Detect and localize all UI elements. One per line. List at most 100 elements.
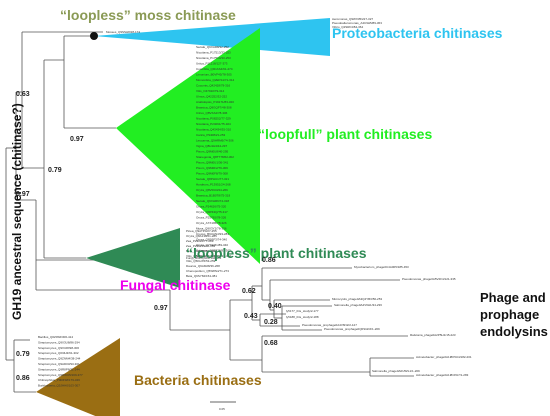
loopfull-leaf-name: Ulmus_Q42252/32-252 xyxy=(196,95,227,99)
phage-leaf-name: Salmonella_phage0A0U5ZL1/1-209 xyxy=(372,369,420,373)
loopless-plant-clade-triangle xyxy=(86,228,180,288)
loopfull-leaf-name: Secale_Q9XAR8/32-252 xyxy=(196,45,229,49)
loopless-leaf-name: Picea_Q9ATP0/27-255 xyxy=(186,229,217,233)
loopfull-leaf-name: Nicotiana_P24091/75-324 xyxy=(196,122,231,126)
loopless-leaf-name: Vitis_Q5KKH3/57-261 xyxy=(186,254,216,258)
loopfull-leaf-name: Leucaena_Q9HRM6/74-306 xyxy=(196,139,234,143)
loopfull-leaf-name: Urtica_P11218/127-373 xyxy=(196,62,228,66)
loopless-leaf-name: Zea_P29022/77-289 xyxy=(186,239,214,243)
loopfull-leaf-name: Pisum_Q9M0F2/79-309 xyxy=(196,166,228,170)
bacteria-leaf-name: Streptomyces_Q0I3H3/91-302 xyxy=(38,351,79,355)
loopfull-leaf-name: Secale_Q8PHU1/77-321 xyxy=(196,177,229,181)
loopless-leaf-name: Oryza_Q8A138/61-285 xyxy=(186,234,217,238)
loopfull-leaf-name: Oryza_Q9PZ4Q/75-317 xyxy=(196,210,228,214)
loopless-plant-label: “loopless” plant chitinases xyxy=(186,245,367,261)
loopfull-leaf-name: Solanum_Q6E878/83-303 xyxy=(196,249,231,253)
loopfull-leaf-name: Limonium_B0VF45/78-305 xyxy=(196,73,232,77)
loopfull-leaf-name: Oryza_P25765/78-326 xyxy=(196,216,227,220)
bootstrap-value: 0.97 xyxy=(70,136,84,143)
loopfull-leaf-name: Hordeum_P13951/24-268 xyxy=(196,183,231,187)
loopfull-leaf-name: Nicotiana_P17513/33-253 xyxy=(196,51,231,55)
phage-leaf-name: ly5177_this_study/2-177 xyxy=(286,309,319,313)
phage-leaf-name: Ralstonia_phage0A2P5H1/15-223 xyxy=(410,333,456,337)
phage-leaf-list: Mycobacterium_phage0C4A005/185-453Pseudo… xyxy=(286,265,472,377)
bootstrap-value: 0.68 xyxy=(264,340,278,347)
loopfull-plant-label: “loopfull” plant chitinases xyxy=(258,126,432,142)
bacteria-leaf-name: Burkholderia_Q5JHH0/103-307 xyxy=(38,384,80,388)
bacteria-leaf-name: Streptomyces_Q9R8P8/31-244 xyxy=(38,367,80,371)
bootstrap-value: 0.79 xyxy=(16,351,30,358)
loopfull-leaf-name: Brassica_Q9GQF7/48-308 xyxy=(196,106,232,110)
proteobacteria-leaf-name: Vibrio_Q2SRF4/84-364 xyxy=(332,25,363,29)
loopfull-leaf-name: Oryza_Q7XEM1/89-340 xyxy=(196,243,228,247)
proteobacteria-clade-triangle xyxy=(94,18,330,56)
phage-leaf-name: Pseudomonas_phage0A5V2F4/121-335 xyxy=(402,277,456,281)
loopfull-leaf-name: Crocus_B9UAN4/93-283 xyxy=(196,232,229,236)
loopfull-leaf-name: Solanum_Q9S1B6/30-304 xyxy=(196,254,231,258)
scale-bar-label: 0.05 xyxy=(219,407,225,411)
bootstrap-value: 0.43 xyxy=(244,313,258,320)
proteobacteria-leaf-name: Pseudoalteromonas_A4C9H5/89-363 xyxy=(332,21,382,25)
bootstrap-value: 0.97 xyxy=(16,191,30,198)
bacteria-leaf-name: Streptomyces_Q9RWU5/169-377 xyxy=(38,373,83,377)
bootstrap-value: 0.79 xyxy=(48,167,62,174)
bootstrap-value: 0.63 xyxy=(16,91,30,98)
bacteria-leaf-name: Streptomyces_Q9X3J8/98-306 xyxy=(38,346,79,350)
loopless-leaf-name: Beta_Q9SY84/154-381 xyxy=(186,274,217,278)
proteobacteria-label: Proteobacteria chitinases xyxy=(332,25,503,41)
loopfull-leaf-name: Secale_Q9XHR6/74-318 xyxy=(196,199,229,203)
loopfull-leaf-name: Cucurbita_Q9CAS4/91-274 xyxy=(196,67,233,71)
loopfull-leaf-name: Oryza_Q8S6F3/74-340 xyxy=(196,238,227,242)
loopfull-leaf-name: Momordica_Q2EFS1/71-314 xyxy=(196,78,235,82)
loopfull-leaf-name: Arabidopsis_P19171/83-320 xyxy=(196,100,234,104)
bootstrap-value: 0.97 xyxy=(154,305,168,312)
loopless-leaf-list: Picea_Q9ATP0/27-255Oryza_Q8A138/61-285Ze… xyxy=(186,229,229,278)
loopfull-leaf-name: Vigna_Q8H1H4/44-297 xyxy=(196,144,227,148)
phage-leaf-name: Salmonella_phage0A4V6H1/34-236 xyxy=(334,303,382,307)
phage-leaf-name: Mycobacterium_phage0C4A005/185-453 xyxy=(354,265,409,269)
loopfull-leaf-name: Stanegonia_Q8T778/62-302 xyxy=(196,155,234,159)
ancestral-sequence-label: GH19 ancestral sequence (chitinase?) xyxy=(10,103,24,320)
bacteria-leaf-name: Bacillus_Q0Z0S6/306-414 xyxy=(38,335,73,339)
phage-leaf-name: Microcystis_phage0A3Q4YB3/56-253 xyxy=(332,297,382,301)
bacteria-chitinase-label: Bacteria chitinases xyxy=(134,372,262,388)
loopfull-leaf-name: Oryza_P24626/75-320 xyxy=(196,205,227,209)
loopfull-leaf-name: Oryza_Q8VRU3/24-266 xyxy=(196,188,228,192)
proteobacteria-leaf-name: Aeromonas_Q9WX35/227-327 xyxy=(332,17,373,21)
bootstrap-value: 0.62 xyxy=(242,288,256,295)
loopfull-leaf-name: Carica_P94084/1-253 xyxy=(196,133,226,137)
loopfull-leaf-name: Nicotiana_P08252/77-329 xyxy=(196,117,231,121)
proteobacteria-leaf-list: Aeromonas_Q9WX35/227-327Pseudoalteromona… xyxy=(332,17,382,29)
loopfull-leaf-name: Pisum_Q9M0U1/36-341 xyxy=(196,161,229,165)
bootstrap-value: 0.86 xyxy=(16,375,30,382)
loopfull-leaf-name: Musa_Q9X3Y2/78-336 xyxy=(196,227,227,231)
phage-label-line1: Phage and xyxy=(480,290,546,305)
fungal-leaf-label: Fungi_B9WQ6R1/194-301 xyxy=(186,256,222,260)
loopfull-leaf-name: Pisum_Q9M0F8/79-308 xyxy=(196,172,228,176)
loopless-leaf-name: Beta_Q9AV80/84-302 xyxy=(186,249,215,253)
loopfull-leaf-name: Nicotiana_P17514/33-253 xyxy=(196,56,231,60)
phage-leaf-name: ly5188_this_study/2-188 xyxy=(286,315,319,319)
fungal-chitinase-label: Fungal chitinase xyxy=(120,277,231,293)
moss-chitinase-label: “loopless” moss chitinase xyxy=(60,7,236,23)
loopless-leaf-name: Zea_P29023/106-369 xyxy=(186,244,215,248)
bacteria-leaf-name: Streptomyces_Q9ZNM4/38-244 xyxy=(38,357,81,361)
bacteria-leaf-list: Bacillus_Q0Z0S6/306-414Streptomyces_Q9X3… xyxy=(38,335,83,388)
phage-label-line3: endolysins xyxy=(480,324,548,339)
phage-leaf-name: Pseudomonas_prophage0A4V6N2/2-127 xyxy=(302,323,357,327)
loopfull-leaf-name: Citrus_Q8VXA2/78-306 xyxy=(196,111,228,115)
phage-leaf-name: Acinetobacter_phage0A1I8CPA7/1-283 xyxy=(416,373,469,377)
phage-leaf-name: Pseudomonas_prophage0Q0SGK6/1-209 xyxy=(324,327,380,331)
bacteria-leaf-name: Streptomyces_Q9AD03/93-301 xyxy=(38,362,80,366)
loopless-leaf-name: Vitis_Q5KHX5/53-259 xyxy=(186,259,216,263)
loopfull-clade-triangle xyxy=(116,28,260,264)
node-marker xyxy=(90,32,98,40)
loopfull-leaf-name: Oryza_A7X195/78-326 xyxy=(196,221,227,225)
bacteria-leaf-name: Chitinophilus_P9R4S8/179-346 xyxy=(38,378,80,382)
loopfull-leaf-name: Vitis_O47910/79-314 xyxy=(196,89,224,93)
moss-leaf-label: Mosses_Q9SSH8/28-174 xyxy=(106,30,140,34)
bootstrap-value: 0.40 xyxy=(268,303,282,310)
loopless-leaf-name: Chenopodium_Q5W8N4/71-273 xyxy=(186,269,229,273)
loopfull-leaf-name: Brassica_B1B0T8/75-319 xyxy=(196,194,231,198)
